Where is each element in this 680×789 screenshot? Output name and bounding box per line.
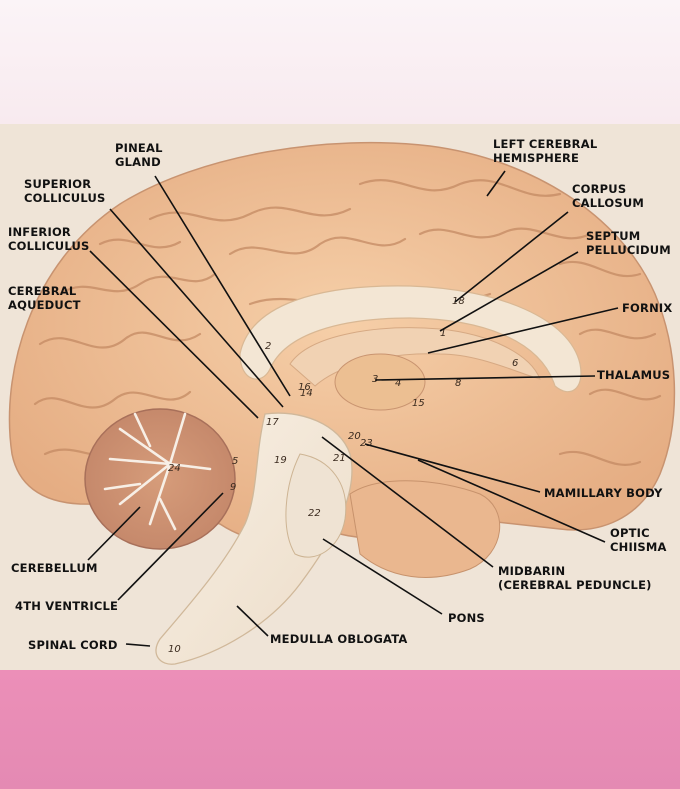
label-line: LEFT CEREBRAL: [493, 137, 598, 151]
model-number-14: 14: [300, 388, 313, 399]
label-line: (CEREBRAL PEDUNCLE): [498, 578, 652, 592]
top-background-band: [0, 0, 680, 124]
model-number-23: 23: [360, 438, 373, 449]
pointer-fourth-ventricle: [117, 492, 224, 601]
pointer-optic-chiisma: [417, 459, 606, 543]
corpus-callosum-shape: [239, 285, 582, 393]
label-line: CHIISMA: [610, 540, 667, 554]
model-number-17: 17: [266, 417, 279, 428]
model-number-4: 4: [395, 378, 401, 389]
pointer-midbarin: [321, 436, 494, 568]
pointer-inferior-colliculus: [89, 250, 259, 419]
label-line: MIDBARIN: [498, 564, 566, 578]
pointer-septum-pellucidum: [439, 251, 579, 332]
model-number-8: 8: [455, 378, 461, 389]
label-fourth-ventricle: 4TH VENTRICLE: [15, 599, 119, 613]
model-number-15: 15: [412, 398, 425, 409]
pointer-thalamus: [374, 375, 596, 381]
temporal-lobe-shape: [349, 480, 501, 578]
label-line: COLLICULUS: [24, 191, 106, 205]
label-pineal-gland: PINEAL GLAND: [115, 141, 163, 169]
label-corpus-callosum: CORPUS CALLOSUM: [572, 182, 644, 210]
pointer-superior-colliculus: [109, 208, 284, 408]
model-number-24: 24: [168, 463, 181, 474]
label-line: COLLICULUS: [8, 239, 90, 253]
pointer-cerebellum: [87, 506, 141, 561]
bottom-background-band: [0, 670, 680, 789]
model-number-6: 6: [512, 358, 518, 369]
pointer-left-cerebral-hemisphere: [486, 170, 506, 197]
label-line: CORPUS: [572, 182, 627, 196]
label-optic-chiisma: OPTIC CHIISMA: [610, 526, 667, 554]
model-number-19: 19: [274, 455, 287, 466]
cerebellum-shape: [84, 408, 236, 550]
model-number-18: 18: [452, 296, 465, 307]
model-number-16: 16: [298, 382, 311, 393]
arbor-vitae: [103, 412, 212, 531]
pointer-fornix: [427, 307, 619, 354]
label-fornix: FORNIX: [622, 301, 673, 315]
pointer-lines: [87, 170, 619, 647]
thalamus-shape: [334, 353, 426, 411]
model-number-22: 22: [308, 508, 321, 519]
label-inferior-colliculus: INFERIOR COLLICULUS: [8, 225, 89, 253]
model-number-10: 10: [168, 644, 181, 655]
pointer-medulla-oblogata: [236, 605, 269, 637]
label-line: OPTIC: [610, 526, 650, 540]
pointer-pons: [322, 538, 443, 615]
label-line: GLAND: [115, 155, 161, 169]
label-mamillary-body: MAMILLARY BODY: [544, 486, 663, 500]
label-left-cerebral-hemisphere: LEFT CEREBRAL HEMISPHERE: [493, 137, 597, 165]
model-number-2: 2: [265, 341, 271, 352]
model-number-1: 1: [440, 328, 446, 339]
pointer-corpus-callosum: [454, 211, 569, 303]
label-cerebellum: CEREBELLUM: [11, 561, 98, 575]
label-line: HEMISPHERE: [493, 151, 580, 165]
model-number-21: 21: [333, 453, 346, 464]
label-superior-colliculus: SUPERIOR COLLICULUS: [24, 177, 105, 205]
label-midbarin: MIDBARIN (CEREBRAL PEDUNCLE): [498, 564, 652, 592]
label-medulla-oblogata: MEDULLA OBLOGATA: [270, 632, 408, 646]
pointer-pineal-gland: [154, 175, 291, 397]
label-line: SUPERIOR: [24, 177, 92, 191]
label-cerebral-aqueduct: CEREBRAL AQUEDUCT: [8, 284, 81, 312]
label-line: PELLUCIDUM: [586, 243, 671, 257]
label-septum-pellucidum: SEPTUM PELLUCIDUM: [586, 229, 671, 257]
pointer-mamillary-body: [364, 443, 541, 493]
label-line: CEREBRAL: [8, 284, 77, 298]
pointer-spinal-cord: [125, 643, 151, 647]
label-line: SEPTUM: [586, 229, 641, 243]
pons-shape: [285, 453, 347, 558]
label-line: PINEAL: [115, 141, 163, 155]
label-line: INFERIOR: [8, 225, 71, 239]
model-number-9: 9: [230, 482, 236, 493]
label-line: CALLOSUM: [572, 196, 645, 210]
label-thalamus: THALAMUS: [597, 368, 671, 382]
label-pons: PONS: [448, 611, 485, 625]
label-spinal-cord: SPINAL CORD: [28, 638, 118, 652]
label-line: AQUEDUCT: [8, 298, 81, 312]
model-number-5: 5: [232, 456, 238, 467]
model-number-20: 20: [348, 431, 361, 442]
